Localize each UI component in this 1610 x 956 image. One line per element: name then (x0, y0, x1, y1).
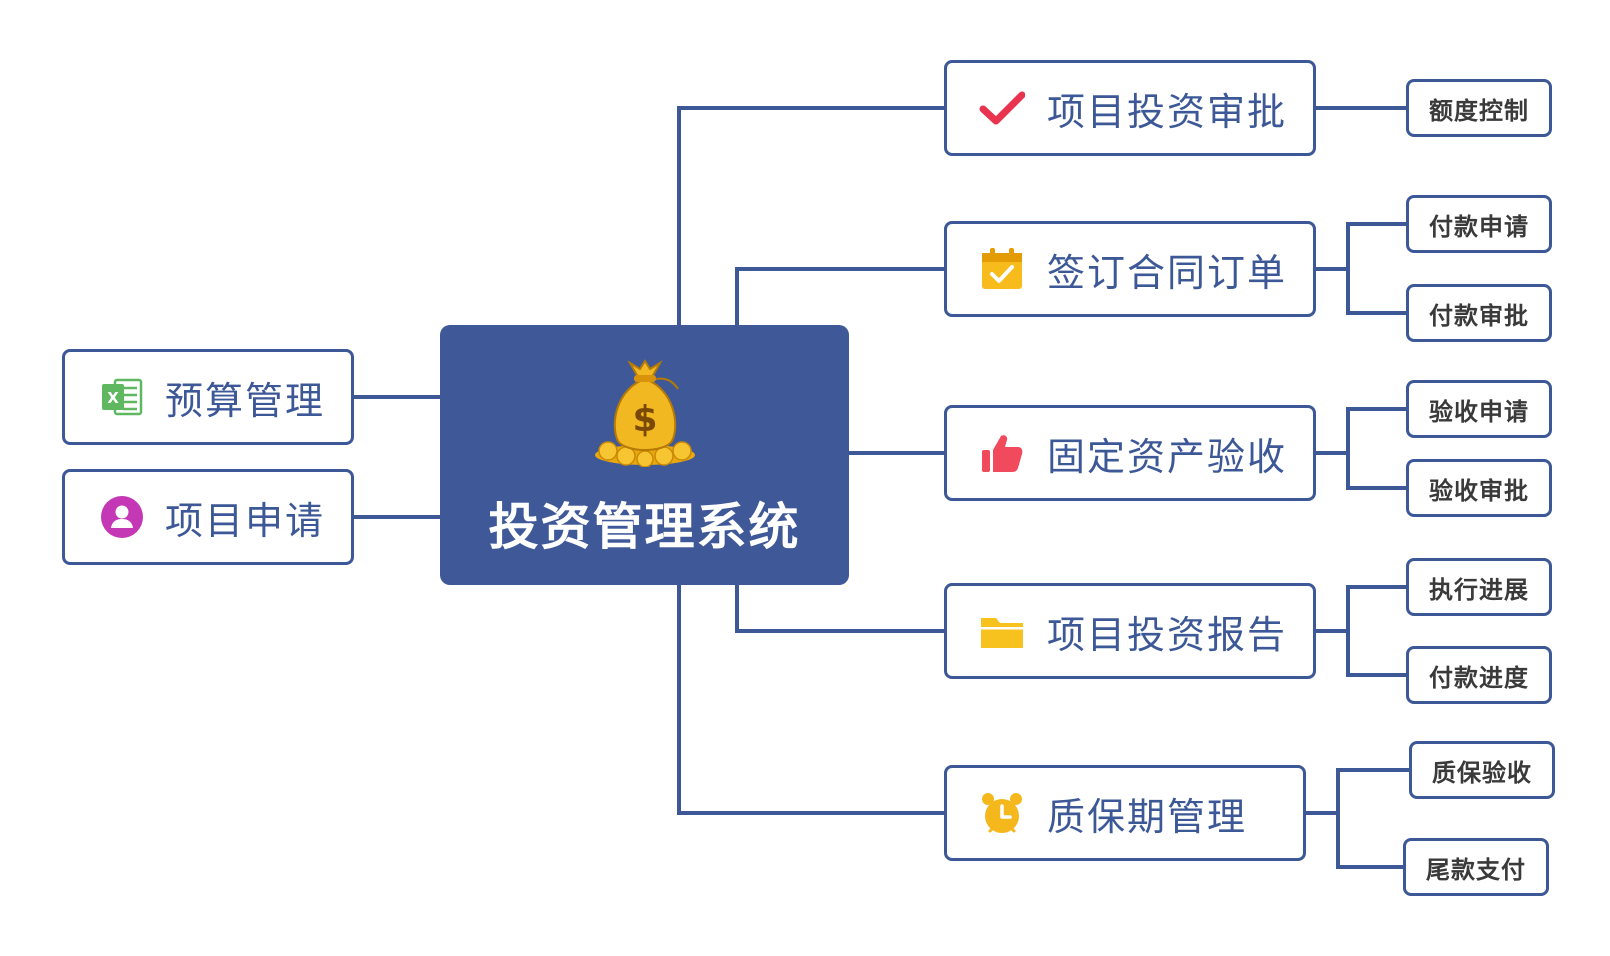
leaf-node-label: 付款审批 (1429, 301, 1529, 330)
user-icon (99, 494, 145, 540)
main-node-report[interactable]: 项目投资报告 (944, 583, 1316, 679)
left-node-label: 项目申请 (165, 498, 326, 543)
leaf-node[interactable]: 尾款支付 (1403, 838, 1549, 896)
main-node-contract[interactable]: 签订合同订单 (944, 221, 1316, 317)
main-node-acceptance[interactable]: 固定资产验收 (944, 405, 1316, 501)
thumbs-up-icon (979, 430, 1025, 476)
excel-icon: X (99, 374, 145, 420)
center-title: 投资管理系统 (488, 498, 801, 556)
money-bag-icon: $ (590, 355, 700, 468)
main-node-label: 签订合同订单 (1047, 250, 1288, 295)
main-node-label: 项目投资审批 (1047, 89, 1288, 134)
leaf-node[interactable]: 质保验收 (1409, 741, 1555, 799)
left-node-label: 预算管理 (165, 378, 326, 423)
leaf-node-label: 验收审批 (1429, 476, 1529, 505)
center-node[interactable]: $ 投资管理系统 (440, 325, 849, 585)
main-node-label: 项目投资报告 (1047, 612, 1288, 657)
folder-icon (979, 608, 1025, 654)
leaf-node-label: 付款进度 (1429, 663, 1529, 692)
leaf-node-label: 质保验收 (1432, 758, 1532, 787)
calendar-check-icon (979, 246, 1025, 292)
svg-text:$: $ (632, 399, 657, 440)
leaf-node[interactable]: 验收申请 (1406, 380, 1552, 438)
svg-text:X: X (107, 389, 119, 407)
leaf-node[interactable]: 付款审批 (1406, 284, 1552, 342)
check-icon (979, 85, 1025, 131)
left-node-application[interactable]: 项目申请 (62, 469, 354, 565)
left-node-budget[interactable]: X 预算管理 (62, 349, 354, 445)
alarm-clock-icon (979, 790, 1025, 836)
leaf-node-label: 验收申请 (1429, 397, 1529, 426)
leaf-node-label: 执行进展 (1429, 575, 1529, 604)
leaf-node-label: 尾款支付 (1426, 855, 1526, 884)
leaf-node-label: 付款申请 (1429, 212, 1529, 241)
leaf-node[interactable]: 额度控制 (1406, 79, 1552, 137)
leaf-node[interactable]: 付款申请 (1406, 195, 1552, 253)
leaf-node[interactable]: 付款进度 (1406, 646, 1552, 704)
leaf-node[interactable]: 执行进展 (1406, 558, 1552, 616)
leaf-node[interactable]: 验收审批 (1406, 459, 1552, 517)
main-node-label: 固定资产验收 (1047, 434, 1288, 479)
main-node-label: 质保期管理 (1047, 794, 1248, 839)
main-node-approval[interactable]: 项目投资审批 (944, 60, 1316, 156)
leaf-node-label: 额度控制 (1429, 96, 1529, 125)
main-node-warranty[interactable]: 质保期管理 (944, 765, 1306, 861)
